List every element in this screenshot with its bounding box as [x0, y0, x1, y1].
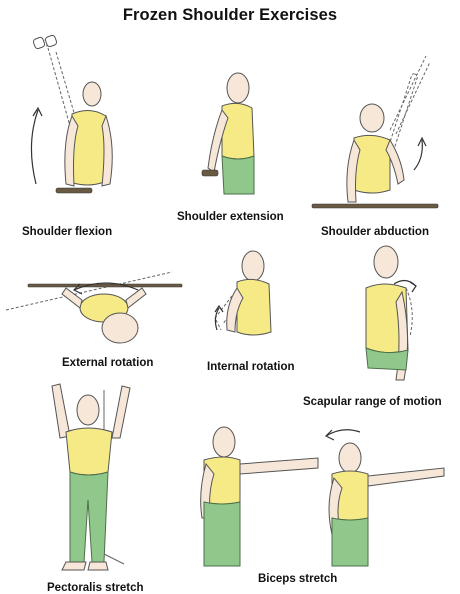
label-internal-rotation: Internal rotation [207, 361, 295, 373]
shoulder-extension-illustration [201, 72, 255, 195]
label-shoulder-abduction: Shoulder abduction [321, 226, 429, 238]
label-biceps-stretch: Biceps stretch [258, 573, 338, 585]
label-external-rotation: External rotation [62, 357, 154, 369]
pectoralis-stretch-illustration [51, 383, 131, 571]
biceps-stretch-illustration [200, 426, 445, 567]
internal-rotation-illustration [214, 250, 272, 336]
page-title: Frozen Shoulder Exercises [122, 6, 338, 24]
label-shoulder-extension: Shoulder extension [177, 211, 284, 223]
shoulder-flexion-illustration [30, 34, 113, 194]
label-scapular-range-of-motion: Scapular range of motion [303, 396, 442, 408]
label-pectoralis-stretch: Pectoralis stretch [47, 582, 144, 594]
external-rotation-illustration [5, 271, 183, 344]
scapular-range-of-motion-illustration [365, 245, 417, 381]
label-shoulder-flexion: Shoulder flexion [22, 226, 113, 238]
shoulder-abduction-illustration [311, 55, 439, 209]
